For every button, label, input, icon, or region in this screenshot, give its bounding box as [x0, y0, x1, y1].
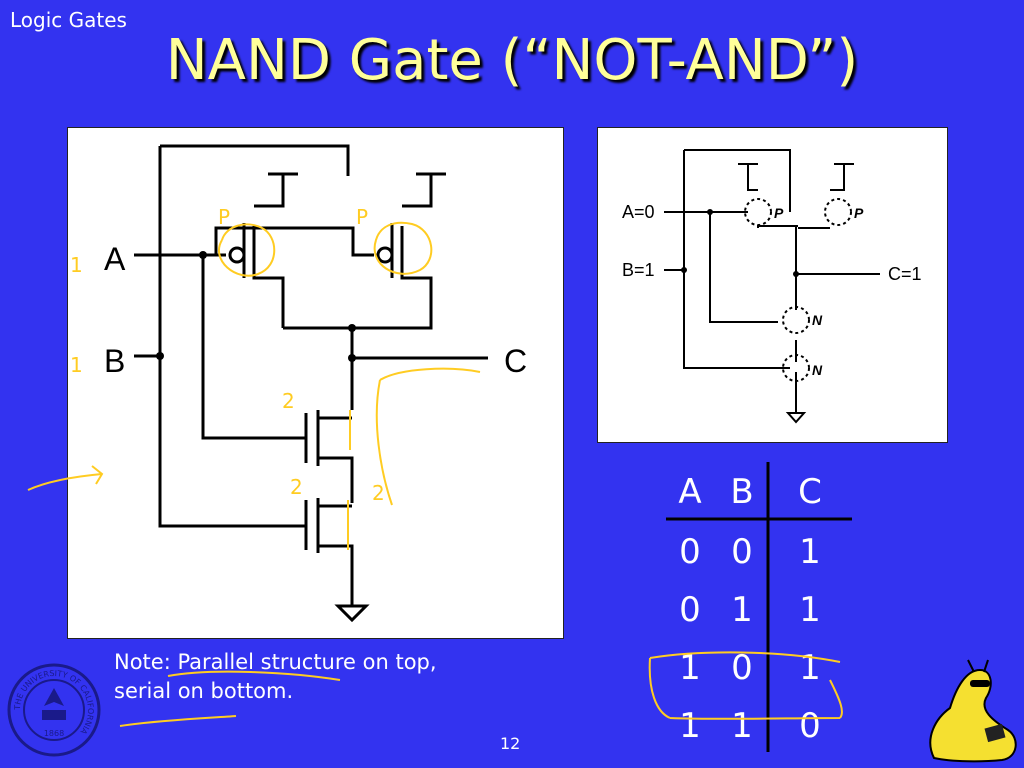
nmos-label-2: N — [812, 362, 823, 378]
nand-state-drawing: A=0 B=1 C=1 P P N N — [622, 149, 922, 424]
university-seal-logo: THE UNIVERSITY OF CALIFORNIA 1868 — [7, 663, 101, 757]
truth-cell: 1 — [799, 532, 821, 572]
course-label: Logic Gates — [10, 8, 127, 32]
truth-cell: 1 — [731, 706, 753, 746]
page-number: 12 — [500, 734, 521, 753]
truth-cell: 1 — [731, 590, 753, 630]
truth-cell: 1 — [679, 706, 701, 746]
truth-header: B — [730, 472, 754, 512]
state-input-a: A=0 — [622, 202, 655, 222]
banana-slug-mascot-icon — [929, 659, 1017, 763]
note: Note: Parallel structure on top, serial … — [114, 648, 494, 706]
truth-header: A — [678, 472, 702, 512]
truth-cell: 0 — [679, 532, 701, 572]
truth-cell: 0 — [679, 590, 701, 630]
nand-cmos-schematic: A B C — [68, 128, 563, 638]
truth-cell: 1 — [799, 648, 821, 688]
truth-cell: 1 — [679, 648, 701, 688]
nand-schematic-drawing: A B C — [104, 144, 527, 623]
nmos-label-1: N — [812, 312, 823, 328]
pmos-label-1: P — [774, 205, 784, 221]
state-input-b: B=1 — [622, 260, 655, 280]
note-line-2: serial on bottom. — [114, 679, 294, 703]
pmos-label-2: P — [854, 205, 864, 221]
input-b-label: B — [104, 343, 125, 379]
nand-state-schematic: A=0 B=1 C=1 P P N N — [598, 128, 947, 442]
truth-cell: 0 — [799, 706, 821, 746]
truth-cell: 1 — [799, 590, 821, 630]
note-line-1: Note: Parallel structure on top, — [114, 650, 437, 674]
truth-cell: 0 — [731, 648, 753, 688]
input-a-label: A — [104, 241, 126, 277]
slide-title: NAND Gate (“NOT-AND”) — [165, 28, 859, 93]
state-output-c: C=1 — [888, 264, 922, 284]
truth-cell: 0 — [731, 532, 753, 572]
svg-text:1868: 1868 — [44, 729, 64, 738]
output-c-label: C — [504, 343, 527, 379]
truth-header: C — [798, 472, 822, 512]
